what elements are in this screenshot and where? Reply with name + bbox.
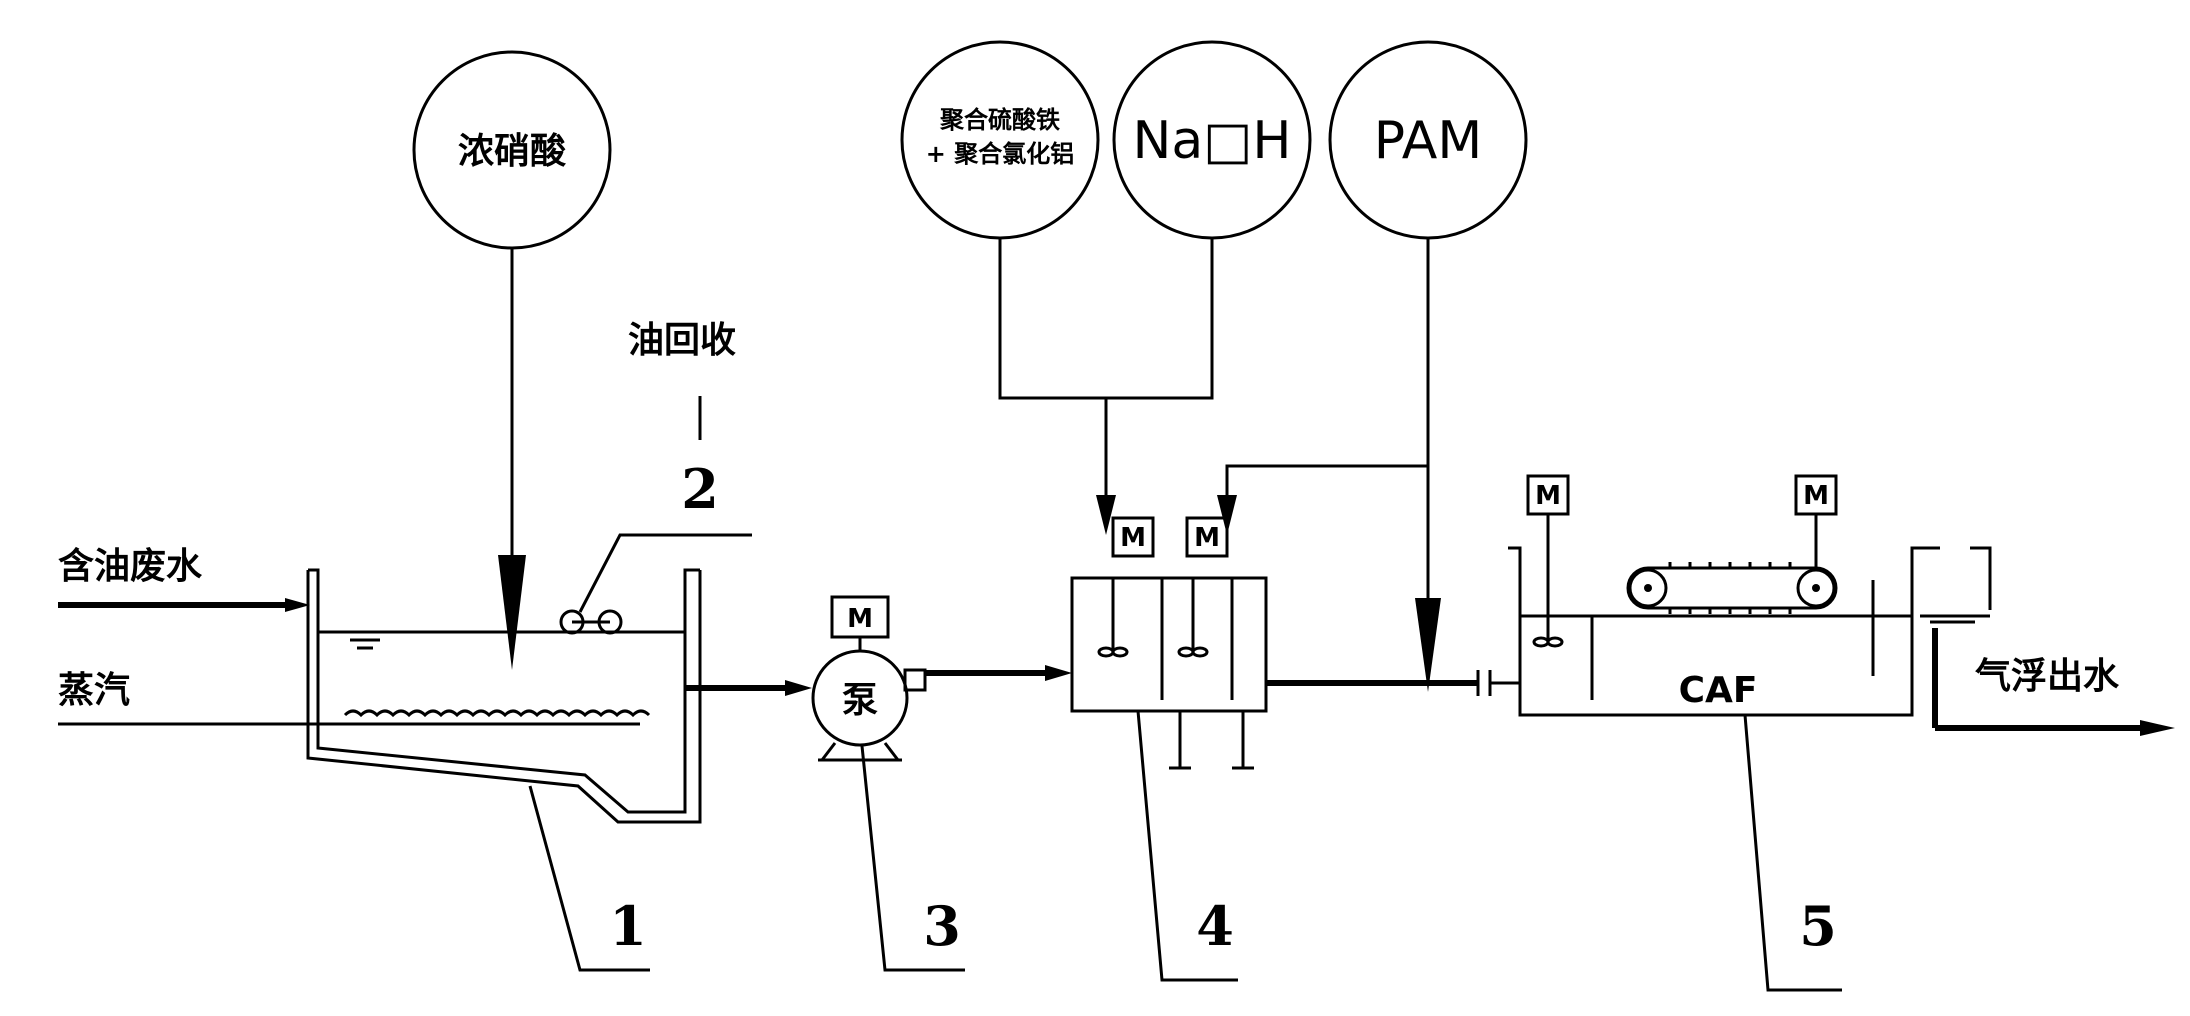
oil-separation-tank [306, 568, 702, 824]
reactor-motor-2-label: M [1194, 523, 1220, 553]
caf-motor-1: M [1526, 474, 1570, 576]
pump-to-reactor-line [925, 665, 1072, 681]
naoh-tank: Na□H [1112, 40, 1312, 240]
reactor-to-caf-line [1266, 670, 1520, 696]
reactor-motor-2: M [1185, 516, 1229, 558]
callout-2: 2 [681, 457, 719, 521]
naoh-label: Na□H [1133, 111, 1292, 171]
caf-label: CAF [1679, 670, 1758, 711]
callout-3: 3 [860, 745, 965, 972]
reactor-motor-1: M [1111, 516, 1155, 558]
tank-to-pump-line [685, 680, 812, 696]
callout-1: 1 [528, 785, 650, 972]
pump-label: 泵 [842, 680, 878, 721]
caf-motor-1-label: M [1535, 481, 1561, 511]
pump-motor: M [830, 595, 890, 639]
pam-tank: PAM [1328, 40, 1528, 240]
callout-2-number: 2 [681, 457, 719, 521]
callout-3-number: 3 [923, 894, 961, 958]
caf-motor-2-label: M [1803, 481, 1829, 511]
coagulant-tank: 聚合硫酸铁 + 聚合氯化铝 [900, 40, 1100, 240]
steam-label: 蒸汽 [58, 670, 130, 711]
nitric-acid-feed-line [498, 248, 526, 670]
caf-scraper-conveyor [1626, 562, 1838, 614]
reactor-motor-1-label: M [1120, 523, 1146, 553]
oil-skimmer [559, 396, 752, 635]
coagulant-label-line2: + 聚合氯化铝 [926, 140, 1074, 168]
pam-feed-line [1217, 238, 1441, 692]
coagulant-naoh-feed-line [998, 238, 1214, 535]
callout-5: 5 [1743, 714, 1842, 992]
pump-motor-label: M [847, 604, 873, 634]
coagulation-reactor [1070, 576, 1268, 770]
pump: 泵 [811, 636, 927, 762]
nitric-acid-label: 浓硝酸 [458, 131, 566, 172]
oil-recovery-label: 油回收 [628, 320, 736, 361]
callout-5-number: 5 [1799, 894, 1837, 958]
flotation-effluent-line [1935, 720, 2175, 736]
callout-4-number: 4 [1196, 894, 1234, 958]
flotation-effluent-label: 气浮出水 [1975, 656, 2120, 697]
wastewater-inlet-line [58, 598, 310, 612]
pam-label: PAM [1374, 111, 1482, 171]
oily-wastewater-label: 含油废水 [58, 546, 203, 587]
callout-1-number: 1 [609, 894, 647, 958]
caf-motor-2: M [1794, 474, 1838, 570]
callout-4: 4 [1136, 710, 1238, 982]
caf-flotation-unit: CAF [1508, 546, 1992, 728]
coagulant-label-line1: 聚合硫酸铁 [939, 106, 1060, 134]
nitric-acid-tank: 浓硝酸 [412, 50, 612, 250]
